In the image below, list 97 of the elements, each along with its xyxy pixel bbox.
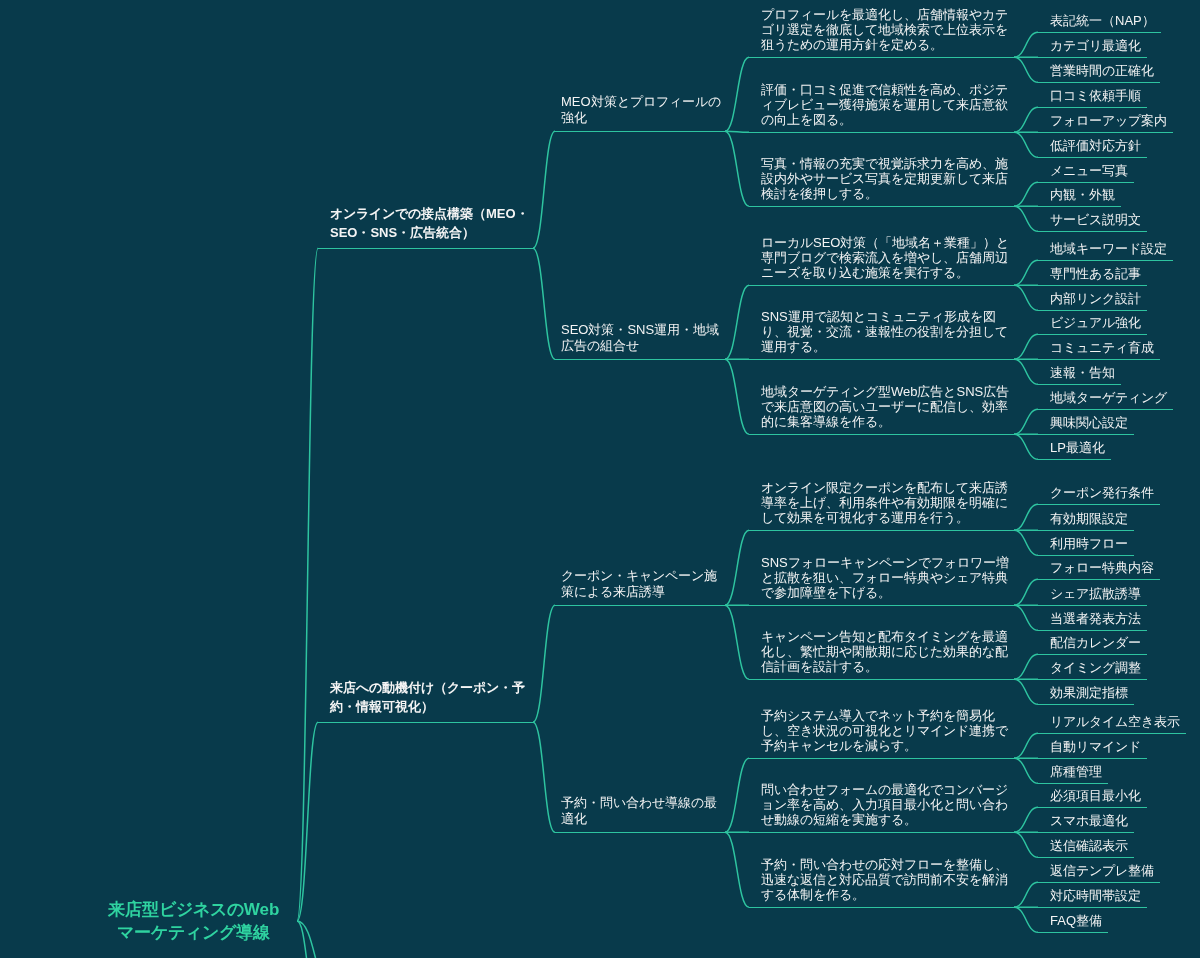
- branch-line: [532, 247, 556, 360]
- subtopic-label: SEO対策・SNS運用・地域広告の組合せ: [555, 322, 725, 360]
- branch-line: [1013, 259, 1039, 286]
- branch-line: [724, 130, 750, 207]
- branch-line: [724, 56, 750, 132]
- leaf-topic: フォローアップ案内: [1038, 113, 1173, 133]
- description-text: SNSフォローキャンペーンでフォロワー増と拡散を狙い、フォロー特典やシェア特典で参加障壁を下げる。: [749, 555, 1014, 606]
- leaf-topic: タイミング調整: [1038, 660, 1147, 680]
- leaf-topic: LP最適化: [1038, 440, 1111, 460]
- subtopic-label: 予約・問い合わせ導線の最適化: [555, 795, 725, 833]
- branch-line: [1013, 358, 1039, 385]
- leaf-topic: 自動リマインド: [1038, 739, 1147, 759]
- branch-line: [1013, 653, 1039, 680]
- leaf-topic: 速報・告知: [1038, 365, 1121, 385]
- branch-topic: オンラインでの接点構築（MEO・SEO・SNS・広告統合）: [318, 204, 533, 249]
- leaf-topic: サービス説明文: [1038, 212, 1147, 232]
- branch-line: [1013, 56, 1039, 83]
- branch-line: [724, 604, 750, 606]
- subtopic-label: MEO対策とプロフィールの強化: [555, 94, 725, 132]
- leaf-topic: 配信カレンダー: [1038, 635, 1147, 655]
- leaf-topic: 地域ターゲティング: [1038, 390, 1173, 410]
- leaf-topic: 内部リンク設計: [1038, 291, 1147, 311]
- leaf-topic: 興味関心設定: [1038, 415, 1134, 435]
- leaf-topic: 対応時間帯設定: [1038, 888, 1147, 908]
- leaf-topic: 席種管理: [1038, 764, 1108, 784]
- branch-line: [724, 130, 750, 133]
- branch-line: [1013, 529, 1039, 556]
- leaf-topic: 低評価対応方針: [1038, 138, 1147, 158]
- branch-line: [296, 247, 319, 922]
- leaf-topic: 表記統一（NAP）: [1038, 13, 1161, 33]
- branch-line: [1013, 806, 1039, 833]
- leaf-topic: スマホ最適化: [1038, 813, 1134, 833]
- branch-line: [1013, 408, 1039, 435]
- leaf-topic: FAQ整備: [1038, 913, 1108, 933]
- branch-line: [1013, 333, 1039, 360]
- branch-line: [1013, 106, 1039, 133]
- branch-line: [1013, 604, 1039, 631]
- leaf-topic: カテゴリ最適化: [1038, 38, 1147, 58]
- branch-line: [1013, 131, 1039, 158]
- description-text: 評価・口コミ促進で信頼性を高め、ポジティブレビュー獲得施策を運用して来店意欲の向上を図る。: [749, 82, 1014, 133]
- branch-line: [724, 358, 750, 435]
- branch-line: [1013, 284, 1039, 311]
- leaf-topic: クーポン発行条件: [1038, 485, 1160, 505]
- branch-line: [724, 604, 750, 680]
- leaf-topic: フォロー特典内容: [1038, 560, 1160, 580]
- description-text: プロフィールを最適化し、店舗情報やカテゴリ選定を徹底して地域検索で上位表示を狙うための運用方針を定める。: [749, 7, 1014, 58]
- branch-line: [1013, 181, 1039, 207]
- description-text: 予約・問い合わせの応対フローを整備し、迅速な返信と対応品質で訪問前不安を解消する体制を作る。: [749, 857, 1014, 908]
- branch-line: [1013, 678, 1039, 705]
- description-text: 問い合わせフォームの最適化でコンバージョン率を高め、入力項目最小化と問い合わせ動線の短縮を実施する。: [749, 782, 1014, 833]
- branch-line: [724, 284, 750, 360]
- branch-line: [1013, 906, 1039, 933]
- leaf-topic: 利用時フロー: [1038, 536, 1134, 556]
- leaf-topic: ビジュアル強化: [1038, 315, 1147, 335]
- subtopic-label: クーポン・キャンペーン施策による来店誘導: [555, 568, 725, 606]
- central-topic: 来店型ビジネスのWebマーケティング導線: [102, 898, 297, 944]
- leaf-topic: コミュニティ育成: [1038, 340, 1160, 360]
- leaf-topic: 専門性ある記事: [1038, 266, 1147, 286]
- branch-line: [1013, 433, 1039, 460]
- leaf-topic: 口コミ依頼手順: [1038, 88, 1147, 108]
- description-text: 地域ターゲティング型Web広告とSNS広告で来店意図の高いユーザーに配信し、効率的に集客導線を作る。: [749, 384, 1014, 435]
- leaf-topic: 内観・外観: [1038, 187, 1121, 207]
- description-text: SNS運用で認知とコミュニティ形成を図り、視覚・交流・速報性の役割を分担して運用する。: [749, 309, 1014, 360]
- leaf-topic: 送信確認表示: [1038, 838, 1134, 858]
- branch-topic: 来店への動機付け（クーポン・予約・情報可視化）: [318, 678, 533, 723]
- leaf-topic: メニュー写真: [1038, 163, 1134, 183]
- branch-line: [1013, 831, 1039, 858]
- branch-line: [532, 721, 556, 833]
- branch-line: [1013, 881, 1039, 908]
- description-text: 予約システム導入でネット予約を簡易化し、空き状況の可視化とリマインド連携で予約キャンセルを減らす。: [749, 708, 1014, 759]
- leaf-topic: 必須項目最小化: [1038, 788, 1147, 808]
- branch-line: [1013, 503, 1039, 531]
- leaf-topic: シェア拡散誘導: [1038, 586, 1147, 606]
- leaf-topic: 営業時間の正確化: [1038, 63, 1160, 83]
- branch-line: [1013, 732, 1039, 759]
- leaf-topic: 効果測定指標: [1038, 685, 1134, 705]
- branch-line: [724, 358, 750, 360]
- branch-line: [1013, 205, 1039, 232]
- branch-line: [532, 130, 556, 249]
- branch-line: [532, 604, 556, 723]
- description-text: ローカルSEO対策（「地域名＋業種」）と専門ブログで検索流入を増やし、店舗周辺ニーズを取り込む施策を実行する。: [749, 235, 1014, 286]
- leaf-topic: 返信テンプレ整備: [1038, 863, 1160, 883]
- branch-line: [1013, 578, 1039, 606]
- description-text: 写真・情報の充実で視覚訴求力を高め、施設内外やサービス写真を定期更新して来店検討を後押しする。: [749, 156, 1014, 207]
- leaf-topic: 有効期限設定: [1038, 511, 1134, 531]
- branch-line: [724, 529, 750, 606]
- description-text: オンライン限定クーポンを配布して来店誘導率を上げ、利用条件や有効期限を明確にして効果を可視化する運用を行う。: [749, 480, 1014, 531]
- branch-line: [1013, 757, 1039, 784]
- branch-line: [724, 831, 750, 833]
- leaf-topic: 当選者発表方法: [1038, 611, 1147, 631]
- leaf-topic: リアルタイム空き表示: [1038, 714, 1186, 734]
- branch-line: [724, 831, 750, 908]
- description-text: キャンペーン告知と配布タイミングを最適化し、繁忙期や閑散期に応じた効果的な配信計画を設計する。: [749, 629, 1014, 680]
- branch-line: [724, 757, 750, 833]
- branch-line: [296, 721, 319, 922]
- branch-line: [1013, 31, 1039, 58]
- leaf-topic: 地域キーワード設定: [1038, 241, 1173, 261]
